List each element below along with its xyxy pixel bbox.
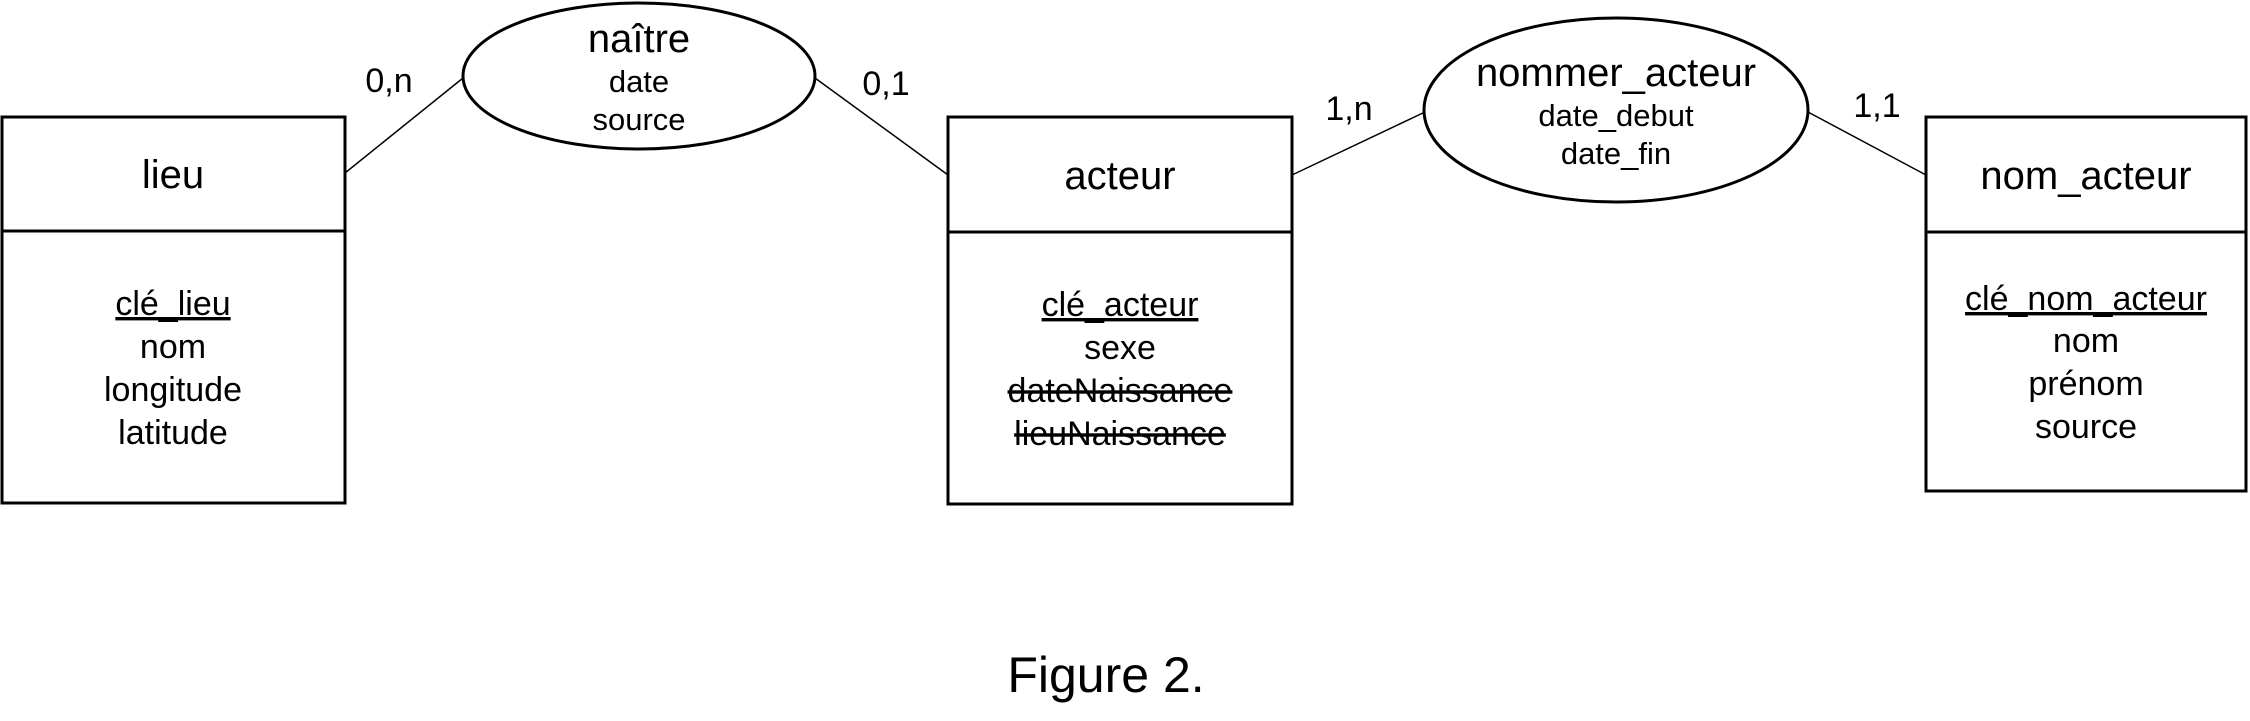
figure-caption: Figure 2.: [1007, 647, 1204, 703]
entity-acteur-attr-0: clé_acteur: [1042, 286, 1199, 324]
entity-lieu-box: [0, 115, 347, 505]
relation-naitre-attr-1: source: [592, 102, 685, 137]
relation-nommer-acteur-name: nommer_acteur: [1476, 51, 1756, 95]
entity-lieu-attr-0: clé_lieu: [115, 285, 230, 323]
cardinality-nom-acteur-nommer: 1,1: [1853, 87, 1900, 125]
entity-acteur-box: [946, 115, 1294, 506]
relation-naitre: naître date source: [461, 1, 817, 151]
entity-lieu-attr-1: nom: [140, 328, 206, 366]
entity-lieu-attr-3: latitude: [118, 414, 228, 452]
link-nommer-nom-acteur: [1807, 111, 1927, 176]
link-acteur-nommer: [1291, 111, 1426, 176]
relation-nommer-acteur-attr-1: date_fin: [1561, 136, 1671, 171]
relation-nommer-acteur-attr-0: date_debut: [1538, 98, 1694, 133]
relation-naitre-name: naître: [588, 17, 690, 61]
entity-nom-acteur: nom_acteur clé_nom_acteur nom prénom sou…: [1924, 115, 2248, 493]
entity-acteur-attr-2: dateNaissance: [1008, 372, 1233, 410]
relation-nommer-acteur: nommer_acteur date_debut date_fin: [1422, 16, 1810, 204]
entity-acteur-attr-3: lieuNaissance: [1014, 415, 1226, 453]
entity-nom-acteur-title: nom_acteur: [1980, 154, 2191, 198]
relation-naitre-attr-0: date: [609, 64, 669, 99]
relation-nommer-acteur-ellipse: [1422, 16, 1810, 204]
link-lieu-naitre: [344, 77, 464, 174]
entity-nom-acteur-attr-2: prénom: [2028, 365, 2143, 403]
cardinality-acteur-nommer: 1,n: [1325, 90, 1372, 128]
cardinality-lieu-naitre: 0,n: [365, 62, 412, 100]
entity-acteur-attr-1: sexe: [1084, 329, 1156, 367]
entity-lieu: lieu clé_lieu nom longitude latitude: [0, 115, 347, 505]
entity-nom-acteur-attr-1: nom: [2053, 322, 2119, 360]
entity-nom-acteur-attr-0: clé_nom_acteur: [1965, 280, 2207, 318]
relation-naitre-ellipse: [461, 1, 817, 151]
entity-acteur: acteur clé_acteur sexe dateNaissance lie…: [946, 115, 1294, 506]
entity-acteur-title: acteur: [1064, 154, 1175, 198]
entity-nom-acteur-attr-3: source: [2035, 408, 2137, 446]
entity-nom-acteur-box: [1924, 115, 2248, 493]
link-naitre-acteur: [814, 77, 949, 176]
cardinality-acteur-naitre: 0,1: [862, 65, 909, 103]
entity-lieu-attr-2: longitude: [104, 371, 242, 409]
entity-lieu-title: lieu: [142, 153, 204, 197]
